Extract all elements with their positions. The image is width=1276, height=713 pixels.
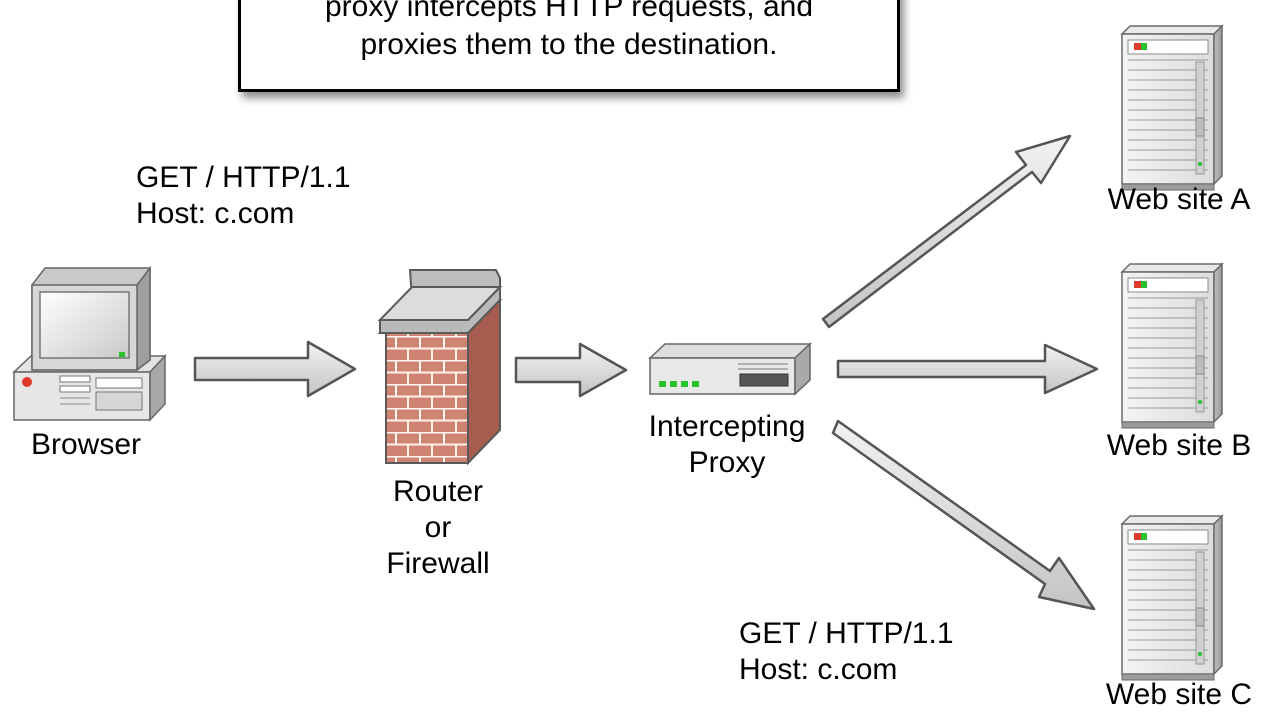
request-top-line-1: GET / HTTP/1.1	[136, 161, 351, 194]
arrow-browser-to-router	[193, 340, 357, 398]
router-label-line-2: or	[424, 511, 452, 544]
request-top-line-2: Host: c.com	[136, 197, 295, 230]
tower-server-icon-b	[1121, 263, 1223, 429]
router-label: Router or Firewall	[364, 474, 512, 582]
tower-server-icon-c	[1121, 515, 1223, 681]
arrow-router-to-proxy	[514, 342, 628, 398]
site-c-label: Web site C	[1105, 678, 1253, 711]
brick-firewall-icon	[377, 269, 503, 466]
desktop-computer-icon	[12, 265, 167, 422]
request-bottom-line-2: Host: c.com	[739, 653, 898, 686]
proxy-label-line-1: Intercepting	[648, 410, 806, 443]
site-b-label: Web site B	[1106, 429, 1252, 462]
arrow-proxy-to-site-b	[836, 343, 1099, 395]
http-request-top: GET / HTTP/1.1 Host: c.com	[136, 160, 351, 232]
arrow-proxy-to-site-c	[831, 419, 1096, 611]
site-a-label: Web site A	[1107, 183, 1251, 216]
router-label-line-3: Firewall	[386, 547, 490, 580]
arrow-proxy-to-site-a	[821, 134, 1072, 329]
request-bottom-line-1: GET / HTTP/1.1	[739, 617, 954, 650]
tower-server-icon-a	[1121, 25, 1223, 191]
proxy-label-line-2: Proxy	[688, 446, 766, 479]
callout-line-1: proxy intercepts HTTP requests, and	[325, 0, 813, 23]
http-request-bottom: GET / HTTP/1.1 Host: c.com	[739, 616, 954, 688]
callout-box: proxy intercepts HTTP requests, and prox…	[238, 0, 900, 92]
callout-line-2: proxies them to the destination.	[360, 28, 778, 61]
router-label-line-1: Router	[392, 475, 484, 508]
proxy-label: Intercepting Proxy	[622, 409, 832, 481]
network-appliance-icon	[648, 342, 812, 396]
browser-label: Browser	[30, 428, 142, 461]
